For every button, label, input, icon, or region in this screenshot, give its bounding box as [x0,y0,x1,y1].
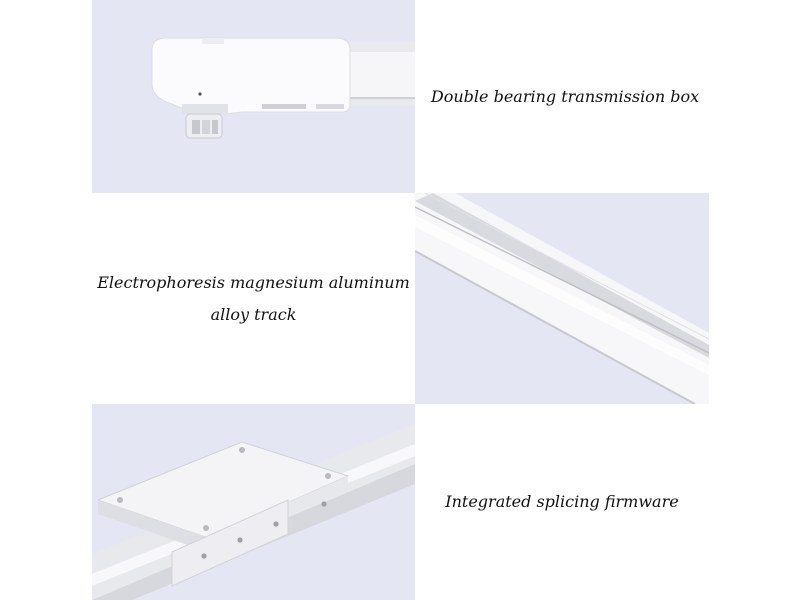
row-2-caption: Electrophoresis magnesium aluminum alloy… [92,193,415,404]
caption-line: Electrophoresis magnesium aluminum [97,272,410,292]
row-1-caption: Double bearing transmission box [415,0,715,193]
caption-line: Double bearing transmission box [430,86,700,106]
transmission-box-image [92,0,415,193]
aluminum-track-image [415,193,709,404]
splicing-firmware-image [92,404,415,600]
caption-line: alloy track [210,304,297,324]
caption-line: Integrated splicing firmware [445,492,679,511]
row-3-caption: Integrated splicing firmware [415,404,709,600]
